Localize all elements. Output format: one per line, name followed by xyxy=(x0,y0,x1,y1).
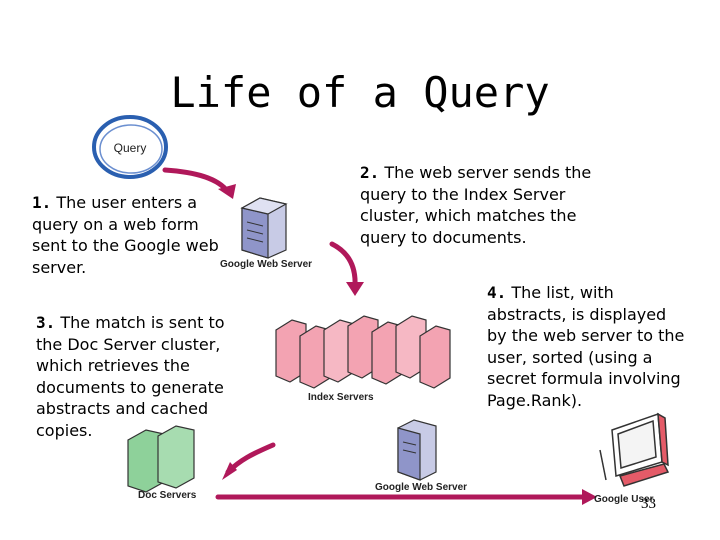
google-web-server-bottom-label: Google Web Server xyxy=(375,482,468,493)
google-user-computer-icon xyxy=(599,412,670,487)
step-1: 1. The user enters a query on a web form… xyxy=(32,192,232,278)
google-web-server-top-icon xyxy=(240,197,288,259)
step-3-text: The match is sent to the Doc Server clus… xyxy=(36,313,225,440)
doc-servers-label: Doc Servers xyxy=(138,490,197,501)
google-user-label: Google User xyxy=(594,494,654,505)
index-servers-icon xyxy=(275,315,451,389)
step-4: 4. The list, with abstracts, is displaye… xyxy=(487,282,687,411)
step-1-number: 1. xyxy=(32,193,52,212)
arrow-query-to-webserver xyxy=(162,167,231,195)
step-2-text: The web server sends the query to the In… xyxy=(360,163,592,247)
query-bubble-label: Query xyxy=(114,141,147,155)
arrow-webserver-to-index xyxy=(329,241,358,289)
index-servers-label: Index Servers xyxy=(308,392,374,403)
query-bubble-icon: Query xyxy=(92,115,168,179)
step-2-number: 2. xyxy=(360,163,380,182)
step-4-number: 4. xyxy=(487,283,507,302)
step-3-number: 3. xyxy=(36,313,56,332)
page-number: 33 xyxy=(641,496,656,512)
step-2: 2. The web server sends the query to the… xyxy=(360,162,620,248)
doc-servers-icon xyxy=(127,425,195,493)
step-1-text: The user enters a query on a web form se… xyxy=(32,193,219,277)
google-web-server-top-label: Google Web Server xyxy=(220,259,313,270)
google-web-server-bottom-icon xyxy=(397,419,437,481)
step-3: 3. The match is sent to the Doc Server c… xyxy=(36,312,251,441)
step-4-text: The list, with abstracts, is displayed b… xyxy=(487,283,685,410)
slide-title: Life of a Query xyxy=(170,68,550,117)
